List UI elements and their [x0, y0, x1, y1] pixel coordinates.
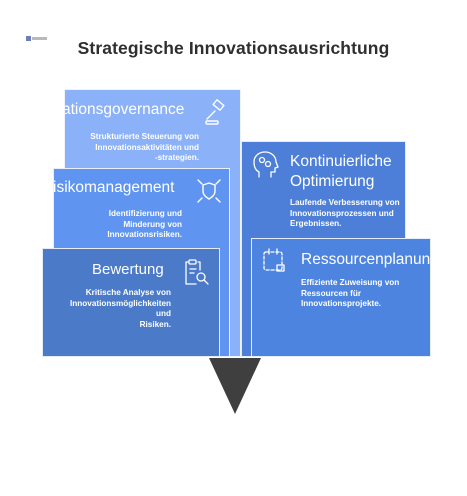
card-governance-title: ationsgovernance — [64, 101, 185, 118]
page-title: Strategische Innovationsausrichtung — [77, 38, 390, 58]
card-evaluation-desc: Kritische Analyse von Innovationsmöglich… — [53, 288, 171, 330]
card-risk-title: isikomanagement — [53, 179, 175, 196]
desc-line: Strukturierte Steuerung von — [90, 132, 199, 141]
shield-bug-icon — [195, 177, 223, 210]
card-resource-desc: Effiziente Zuweisung von Ressourcen für … — [301, 278, 421, 310]
desc-line: Innovationsprojekte. — [301, 299, 382, 309]
desc-line: Minderung von — [123, 219, 182, 229]
title-line: Optimierung — [290, 173, 375, 190]
calendar-plan-icon — [262, 247, 288, 280]
desc-line: Identifizierung und — [108, 209, 182, 218]
desc-line: Innovationsrisiken. — [107, 230, 182, 240]
desc-line: Ergebnissen. — [290, 219, 342, 229]
desc-line: Innovationsaktivitäten und — [95, 142, 199, 152]
logo — [26, 29, 48, 41]
desc-line: Innovationsprozessen und — [290, 208, 394, 218]
card-risk-desc: Identifizierung und Minderung von Innova… — [72, 209, 182, 241]
desc-line: Ressourcen für — [301, 288, 362, 298]
head-gears-icon — [251, 150, 279, 185]
card-evaluation-title: Bewertung — [92, 261, 164, 278]
desc-line: Kritische Analyse von — [85, 288, 171, 297]
card-governance-desc: Strukturierte Steuerung von Innovationsa… — [79, 132, 199, 164]
desc-line: Risiken. — [139, 319, 171, 329]
card-resource-planning: Ressourcenplanun Effiziente Zuweisung vo… — [251, 238, 431, 357]
desc-line: Laufende Verbesserung von — [290, 198, 400, 207]
clipboard-search-icon — [182, 258, 210, 291]
card-optimization-desc: Laufende Verbesserung von Innovationspro… — [290, 198, 405, 230]
desc-line: -strategien. — [154, 153, 199, 163]
card-resource-title: Ressourcenplanun — [301, 251, 431, 268]
title-line: Kontinuierliche — [290, 153, 392, 170]
card-optimization-title: Kontinuierliche Optimierung — [290, 152, 392, 192]
pencil-tip — [209, 358, 261, 414]
desc-line: Effiziente Zuweisung von — [301, 278, 400, 287]
card-evaluation: Bewertung Kritische Analyse von Innovati… — [42, 248, 220, 357]
desc-line: Innovationsmöglichkeiten und — [70, 298, 171, 319]
gavel-icon — [204, 99, 230, 132]
